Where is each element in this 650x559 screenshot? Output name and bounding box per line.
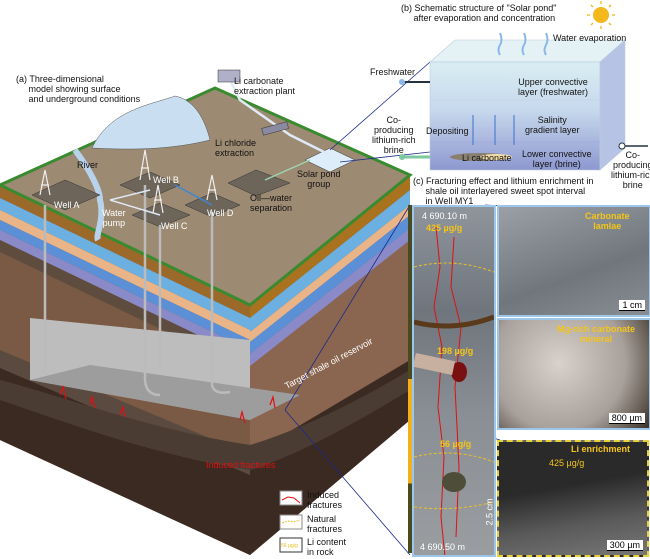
li-content-bar <box>408 205 412 553</box>
plant-icon <box>217 69 241 83</box>
depositing-label: Depositing <box>426 126 469 136</box>
wellbores <box>43 185 231 397</box>
li-enrichment-value: 425 µg/g <box>549 458 585 468</box>
block-left-face <box>0 185 250 555</box>
core-scale: 2.5 cm <box>484 498 495 526</box>
derricks <box>39 149 218 214</box>
mg-carbonate-photo: Mg-rich carbonate mineral 800 µm <box>497 318 650 430</box>
mg-rich-label: Mg-rich carbonate mineral <box>557 324 636 344</box>
scale-1cm: 1 cm <box>619 300 645 311</box>
river <box>72 148 105 242</box>
water-pump-label: Water pump <box>102 208 126 228</box>
river-label: River <box>77 160 99 170</box>
mountain <box>91 95 211 150</box>
depth-bottom: 4 690.50 m <box>420 542 466 552</box>
salinity-layer-label: Salinity gradient layer <box>525 115 580 135</box>
scale-800um: 800 µm <box>608 413 645 424</box>
upper-layer-label: Upper convective layer (freshwater) <box>518 77 589 97</box>
depth-top: 4 690.10 m <box>422 211 468 221</box>
legend-swatches <box>279 490 303 553</box>
panel-c-title: (c) Fracturing effect and lithium enrich… <box>413 176 594 206</box>
pipelines <box>109 79 331 216</box>
chloride-unit-icon <box>261 121 289 136</box>
well-a-label: Well A <box>54 200 80 210</box>
li-value-top: 425 µg/g <box>426 223 463 233</box>
panel-b-title: (b) Schematic structure of "Solar pond" … <box>401 3 557 23</box>
oil-water-label: Oil—water separation <box>250 193 293 213</box>
water-evaporation-label: Water evaporation <box>553 33 627 43</box>
well-b-label: Well B <box>153 175 179 185</box>
li-chloride-label: Li chloride extraction <box>215 138 257 158</box>
well-c-label: Well C <box>161 221 188 231</box>
legend-induced: Induced fractures <box>307 490 343 510</box>
li-carbonate-label: Li carbonate <box>462 153 512 163</box>
freshwater-label: Freshwater <box>370 67 416 77</box>
well-d-label: Well D <box>207 208 234 218</box>
li-value-low: 56 µg/g <box>440 439 472 449</box>
co-producing-inlet-label: Co- producing lithium-rich brine <box>372 115 416 155</box>
induced-fracture-marks <box>59 384 276 424</box>
legend-li-content: Li content in rock <box>307 537 347 557</box>
induced-fractures-label: Induced fractures <box>206 460 276 470</box>
evaporation-arrows <box>497 32 549 56</box>
carbonate-lamlae-photo: Carbonate lamlae 1 cm <box>497 205 650 317</box>
scale-300um: 300 µm <box>606 540 643 551</box>
li-enrichment-label: Li enrichment <box>571 444 631 454</box>
li-enrichment-photo: Li enrichment 425 µg/g 300 µm <box>497 440 649 557</box>
lower-layer-label: Lower convective layer (brine) <box>522 149 592 169</box>
sun-icon <box>587 1 615 29</box>
panel-a-title: (a) Three-dimensional model showing surf… <box>16 74 141 104</box>
solar-pond-box <box>399 32 648 171</box>
li-carbonate-plant-label: Li carbonate extraction plant <box>234 76 296 96</box>
shale-reservoir <box>0 370 410 470</box>
li-value-mid: 198 µg/g <box>437 346 474 356</box>
solar-pond-group-label: Solar pond group <box>297 169 341 189</box>
co-producing-outlet-label: Co- producing lithium-rich brine <box>611 150 650 190</box>
well-pads <box>31 147 356 228</box>
legend-natural: Natural fractures <box>307 514 343 534</box>
core-photo: 4 690.10 m 425 µg/g 198 µg/g 56 µg/g 4 6… <box>412 205 496 557</box>
carbonate-lamlae-label: Carbonate lamlae <box>585 211 630 231</box>
depositing-arrows <box>472 115 515 145</box>
core-fractures <box>414 226 494 555</box>
legend-li-swatch: 56 µg/g <box>281 543 298 549</box>
